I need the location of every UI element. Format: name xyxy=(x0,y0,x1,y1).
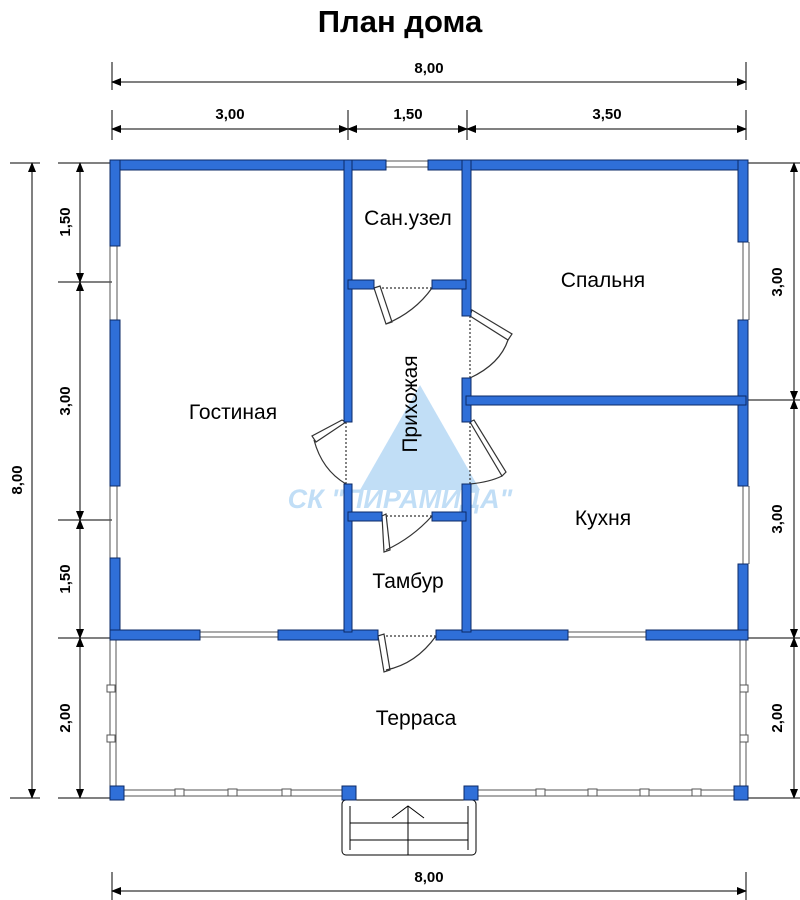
dim-top-1: 3,00 xyxy=(215,106,244,123)
windows xyxy=(109,160,750,638)
right-dimensions xyxy=(746,162,800,799)
dim-left-2: 3,00 xyxy=(57,386,74,415)
dim-bottom-total: 8,00 xyxy=(414,869,443,886)
porch-steps xyxy=(341,799,477,856)
door-vestibule xyxy=(381,513,433,553)
dim-right-2: 3,00 xyxy=(769,504,786,533)
room-bathroom: Сан.узел xyxy=(364,207,452,230)
room-hallway: Прихожая xyxy=(399,355,422,452)
room-kitchen: Кухня xyxy=(575,507,631,530)
door-entrance xyxy=(377,633,437,673)
walls xyxy=(109,159,749,801)
dim-top-total: 8,00 xyxy=(414,60,443,77)
room-bedroom: Спальня xyxy=(561,269,645,292)
dim-left-total: 8,00 xyxy=(9,465,26,494)
watermark-pyramid-icon xyxy=(360,385,480,490)
doors xyxy=(311,285,513,673)
top-dimensions xyxy=(111,62,747,140)
dim-right-3: 2,00 xyxy=(769,703,786,732)
plan-title: План дома xyxy=(317,4,483,39)
dim-top-2: 1,50 xyxy=(393,106,422,123)
door-living xyxy=(311,419,348,485)
dim-left-3: 1,50 xyxy=(57,564,74,593)
door-kitchen xyxy=(469,419,507,485)
dim-right-1: 3,00 xyxy=(769,267,786,296)
dim-left-1: 1,50 xyxy=(57,207,74,236)
dim-top-3: 3,50 xyxy=(592,106,621,123)
terrace-railing xyxy=(106,640,749,797)
dim-left-4: 2,00 xyxy=(57,703,74,732)
room-terrace: Терраса xyxy=(376,707,457,730)
watermark: СК "ПИРАМИДА" xyxy=(288,385,514,514)
door-bedroom xyxy=(469,309,513,379)
bottom-dimension xyxy=(111,872,747,900)
watermark-text: СК "ПИРАМИДА" xyxy=(288,484,514,514)
left-dimensions xyxy=(10,162,112,799)
room-living: Гостиная xyxy=(189,401,277,424)
door-bathroom xyxy=(373,285,433,325)
room-vestibule: Тамбур xyxy=(372,570,443,593)
